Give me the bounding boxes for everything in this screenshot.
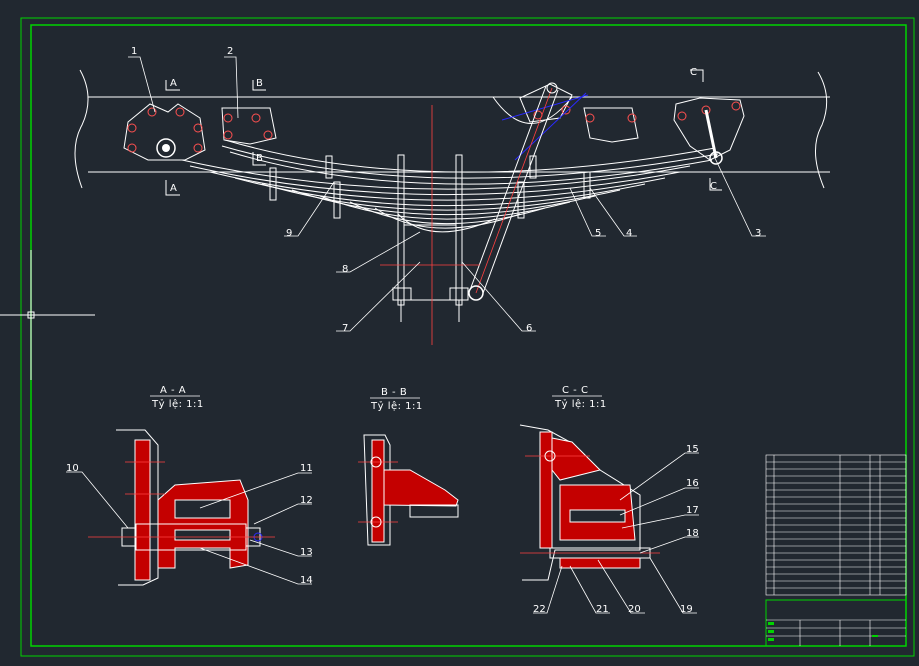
callout-15: 15: [686, 444, 699, 455]
section-a-title: A - A: [160, 385, 186, 396]
right-rebound-stop: [583, 107, 639, 143]
callout-17: 17: [686, 505, 699, 516]
section-c-scale: Tỷ lệ: 1:1: [554, 398, 607, 410]
section-c-title: C - C: [562, 385, 588, 396]
callout-22: 22: [533, 604, 546, 615]
second-bracket: [221, 107, 277, 145]
shock-absorber: [468, 82, 589, 301]
section-c-view: [519, 424, 660, 581]
parts-list: [765, 454, 907, 596]
title-block: [765, 599, 907, 647]
cut-label-b-bottom: B: [256, 153, 263, 164]
section-a-view: [88, 429, 275, 586]
cut-markers: [165, 69, 722, 196]
section-titles: A - A Tỷ lệ: 1:1 B - B Tỷ lệ: 1:1 C - C …: [151, 385, 607, 412]
leaf-spring-pack: [181, 139, 719, 233]
callout-13: 13: [300, 547, 313, 558]
callout-12: 12: [300, 495, 313, 506]
callout-1: 1: [131, 46, 137, 57]
shackle-bracket: [673, 97, 745, 165]
callout-10: 10: [66, 463, 79, 474]
main-leaders: [128, 56, 766, 332]
section-c-leaders: [533, 452, 699, 614]
callout-16: 16: [686, 478, 699, 489]
callout-7: 7: [342, 323, 348, 334]
callout-2: 2: [227, 46, 233, 57]
section-a-leaders: [66, 471, 312, 585]
callout-21: 21: [596, 604, 609, 615]
cursor-crosshair: [0, 250, 95, 380]
frame-rail: [74, 69, 830, 189]
callout-18: 18: [686, 528, 699, 539]
callout-5: 5: [595, 228, 601, 239]
callout-20: 20: [628, 604, 641, 615]
cut-label-a-top: A: [170, 78, 177, 89]
section-a-scale: Tỷ lệ: 1:1: [151, 398, 204, 410]
callout-3: 3: [755, 228, 761, 239]
callout-6: 6: [526, 323, 532, 334]
callout-11: 11: [300, 463, 313, 474]
spring-clips: [269, 155, 591, 219]
callout-19: 19: [680, 604, 693, 615]
callout-14: 14: [300, 575, 313, 586]
cut-label-a-bottom: A: [170, 183, 177, 194]
main-callouts: 1 2 3 4 5 6 7 8 9: [131, 46, 761, 334]
callout-9: 9: [286, 228, 292, 239]
cut-label-c-bottom: C: [710, 181, 717, 192]
section-a-callouts: 10 11 12 13 14: [66, 463, 313, 586]
outer-border: [20, 17, 915, 657]
front-hanger-bracket: [123, 103, 206, 161]
callout-4: 4: [626, 228, 632, 239]
cut-label-c-top: C: [690, 67, 697, 78]
section-c-callouts: 15 16 17 18 19 20 21 22: [533, 444, 699, 615]
u-bolts: [392, 154, 469, 322]
section-b-view: [358, 434, 459, 546]
callout-8: 8: [342, 264, 348, 275]
cut-marker-labels: A A B B C C: [170, 67, 717, 194]
section-b-scale: Tỷ lệ: 1:1: [370, 400, 423, 412]
cut-label-b-top: B: [256, 78, 263, 89]
main-assembly-view: A A B B C C 1 2 3 4 5 6 7 8: [74, 46, 830, 345]
section-b-title: B - B: [381, 387, 407, 398]
section-title-underlines: [150, 395, 602, 399]
